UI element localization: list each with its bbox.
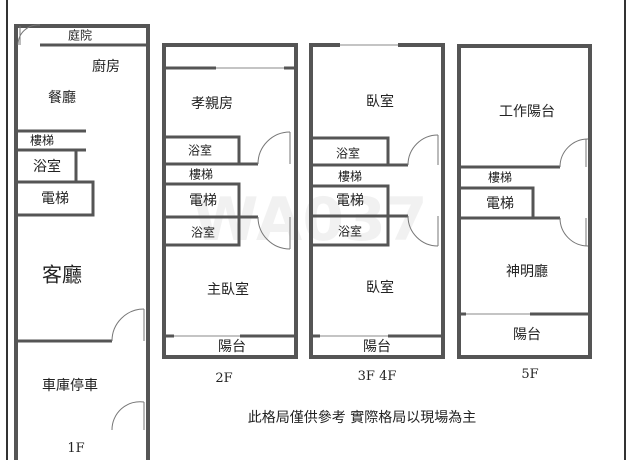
room-courtyard: 庭院 bbox=[68, 28, 92, 43]
room-stairs: 樓梯 bbox=[488, 170, 512, 185]
disclaimer-note: 此格局僅供參考 實際格局以現場為主 bbox=[248, 409, 476, 426]
room-elevator: 電梯 bbox=[486, 196, 514, 212]
room-dining: 餐廳 bbox=[48, 89, 76, 106]
room-bathroom-1: 浴室 bbox=[336, 146, 360, 161]
room-bathroom-1: 浴室 bbox=[188, 143, 212, 158]
floor-1-label: 1F bbox=[67, 441, 84, 456]
floor-5-plan bbox=[457, 44, 592, 359]
room-bathroom-2: 浴室 bbox=[338, 224, 362, 239]
room-bathroom: 浴室 bbox=[33, 158, 61, 175]
room-bedroom-1: 臥室 bbox=[366, 93, 394, 110]
room-shrine: 神明廳 bbox=[506, 263, 548, 280]
floor-5-label: 5F bbox=[521, 367, 538, 382]
room-stairs: 樓梯 bbox=[30, 133, 54, 148]
room-elevator: 電梯 bbox=[336, 193, 364, 209]
floor-2-label: 2F bbox=[215, 371, 232, 386]
room-parents: 孝親房 bbox=[191, 96, 233, 112]
room-elevator: 電梯 bbox=[41, 191, 69, 207]
room-work-balcony: 工作陽台 bbox=[499, 104, 555, 120]
floor-2-plan bbox=[162, 43, 298, 359]
room-kitchen: 廚房 bbox=[92, 58, 120, 75]
room-bathroom-2: 浴室 bbox=[191, 225, 215, 240]
room-garage: 車庫停車 bbox=[42, 377, 98, 394]
room-master: 主臥室 bbox=[207, 281, 249, 298]
room-living: 客廳 bbox=[42, 263, 82, 287]
floor-3-4-label: 3F 4F bbox=[358, 369, 397, 384]
room-balcony: 陽台 bbox=[218, 339, 246, 355]
room-stairs: 樓梯 bbox=[189, 167, 213, 182]
room-balcony: 陽台 bbox=[513, 327, 541, 343]
floor-1-plan bbox=[14, 24, 150, 460]
room-balcony: 陽台 bbox=[363, 339, 391, 355]
room-bedroom-2: 臥室 bbox=[366, 279, 394, 296]
room-elevator: 電梯 bbox=[189, 193, 217, 209]
room-stairs: 樓梯 bbox=[338, 169, 362, 184]
floor-3-4-plan bbox=[309, 43, 445, 359]
